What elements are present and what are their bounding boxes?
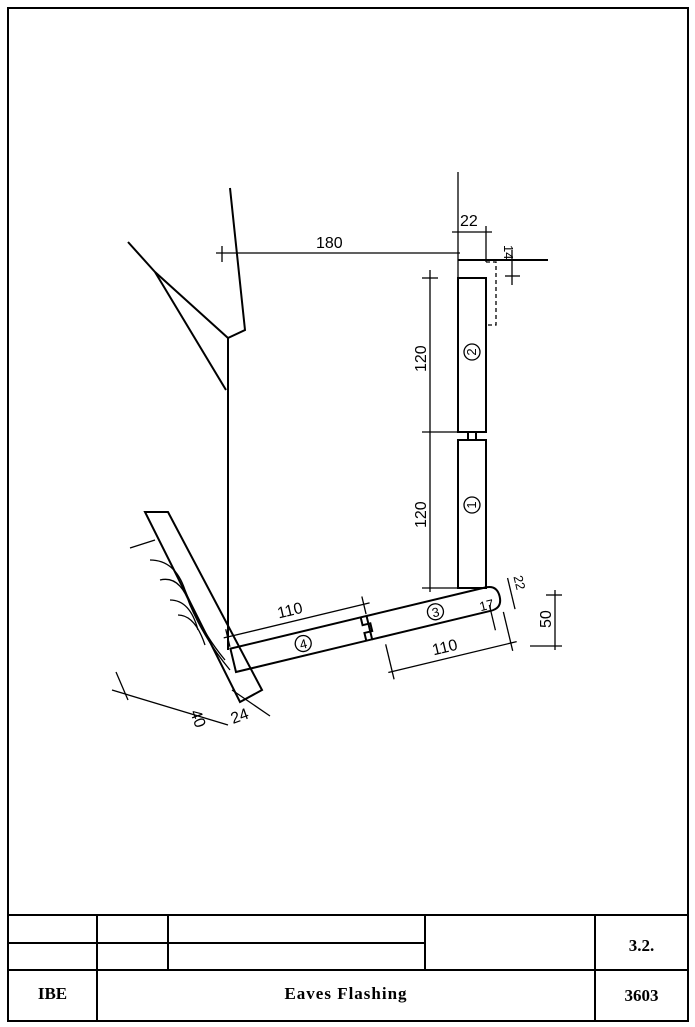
board3-edge-label: 17 — [478, 596, 496, 614]
dimension-180: 180 — [216, 172, 460, 278]
drop-height-label: 50 — [538, 610, 555, 628]
board-4 — [229, 614, 374, 674]
width-180-label: 180 — [316, 235, 343, 252]
dimension-120: 120 120 — [413, 270, 458, 592]
rafter-depth-label: 40 — [186, 708, 208, 731]
board-2 — [457, 277, 487, 433]
flashing-offset-label: 14 — [501, 245, 516, 259]
drawing-frame — [7, 7, 689, 1022]
part-1-label: 1 — [464, 501, 479, 508]
dimension-top: 22 14 — [452, 213, 548, 326]
drawing-title: Eaves Flashing — [284, 984, 408, 1003]
rafter-width-label: 24 — [229, 706, 252, 728]
company-code: IBE — [37, 984, 68, 1003]
section-number: 3.2. — [628, 936, 655, 955]
drawing-number: 3603 — [624, 986, 659, 1005]
vertical-boards: 2 1 — [457, 277, 487, 589]
part-3-label: 3 — [430, 604, 441, 620]
board-1 — [457, 439, 487, 589]
dimension-50: 50 — [530, 590, 562, 650]
board3-length-label: 110 — [431, 637, 460, 660]
part-4-label: 4 — [298, 636, 309, 652]
board-3 — [366, 586, 502, 641]
board3-end-label: 22 — [510, 574, 528, 592]
title-block-grid — [8, 914, 688, 1021]
board2-height-label: 120 — [413, 345, 430, 372]
rafter-dim-40 — [115, 671, 129, 701]
board4-length-label: 110 — [276, 600, 305, 623]
board1-height-label: 120 — [413, 501, 430, 528]
top-thickness-label: 22 — [460, 213, 478, 230]
wall-outline — [127, 187, 247, 650]
part-2-label: 2 — [464, 348, 479, 355]
rafter: 40 24 — [111, 511, 271, 731]
sloped-boards: 4 3 110 110 17 22 — [223, 574, 528, 680]
